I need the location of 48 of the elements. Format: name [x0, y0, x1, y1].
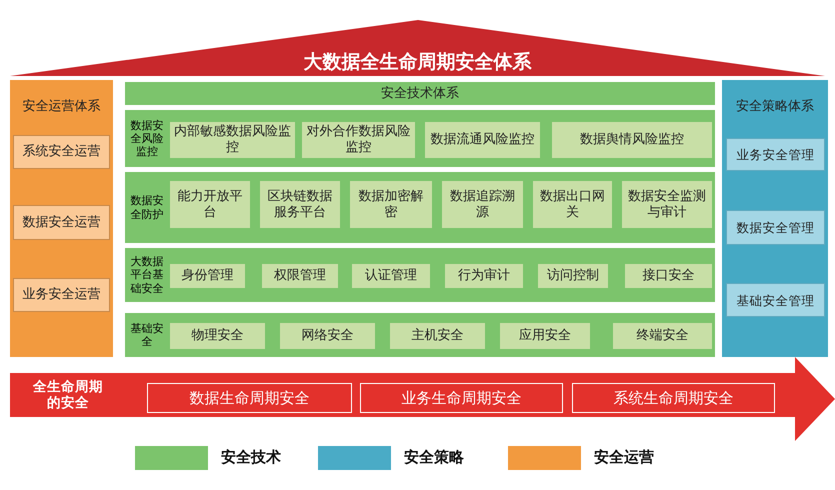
item-box: 区块链数据服务平台: [260, 181, 340, 228]
item-box: 行为审计: [445, 264, 523, 288]
side-panel: [722, 80, 828, 357]
side-panel: [10, 80, 113, 357]
item-box: 物理安全: [170, 323, 265, 349]
layer-label: 基础安全: [130, 320, 164, 350]
item-box: 业务安全管理: [726, 138, 825, 171]
item-box: 数据出口网关: [533, 181, 612, 228]
panel-heading: 安全运营体系: [22, 98, 102, 116]
item-box: 数据追踪溯源: [442, 181, 523, 228]
item-box: 接口安全: [625, 264, 712, 288]
item-box: 业务安全运营: [13, 278, 110, 312]
lifecycle-box: 业务生命周期安全: [360, 383, 563, 413]
item-box: 数据舆情风险监控: [552, 122, 712, 158]
item-box: 能力开放平台: [170, 181, 250, 228]
lifecycle-box: 系统生命周期安全: [572, 383, 775, 413]
item-box: 数据加密解密: [350, 181, 432, 228]
legend-label: 安全技术: [221, 448, 281, 467]
item-box: 主机安全: [390, 323, 485, 349]
item-box: 网络安全: [280, 323, 375, 349]
item-box: 身份管理: [170, 264, 245, 288]
item-box: 数据安全管理: [726, 210, 825, 245]
item-box: 访问控制: [538, 264, 608, 288]
layer-label: 数据安全风险监控: [130, 118, 164, 160]
item-box: 数据流通风险监控: [425, 122, 540, 158]
item-box: 内部敏感数据风险监控: [170, 122, 295, 158]
layer-band: [125, 313, 715, 357]
item-box: 认证管理: [352, 264, 430, 288]
lifecycle-label: 全生命周期的安全: [32, 378, 104, 413]
legend-label: 安全策略: [404, 448, 464, 467]
item-box: 基础安全管理: [726, 283, 825, 317]
diagram-title: 大数据全生命周期安全体系: [302, 50, 532, 74]
item-box: 数据安全运营: [13, 205, 110, 240]
layer-band: [125, 172, 715, 243]
layer-label: 数据安全防护: [130, 193, 164, 222]
item-box: 系统安全运营: [13, 135, 110, 169]
panel-heading: 安全策略体系: [735, 98, 815, 116]
layer-band: [125, 248, 715, 302]
section-header-bar: 安全技术体系: [125, 82, 715, 105]
item-box: 权限管理: [262, 264, 338, 288]
layer-label: 大数据平台基础安全: [130, 254, 164, 297]
item-box: 数据安全监测与审计: [622, 181, 712, 228]
item-box: 应用安全: [500, 323, 590, 349]
layer-band: [125, 110, 715, 167]
item-box: 终端安全: [613, 323, 712, 349]
lifecycle-box: 数据生命周期安全: [147, 383, 352, 413]
item-box: 对外合作数据风险监控: [302, 122, 415, 158]
legend-label: 安全运营: [594, 448, 654, 467]
